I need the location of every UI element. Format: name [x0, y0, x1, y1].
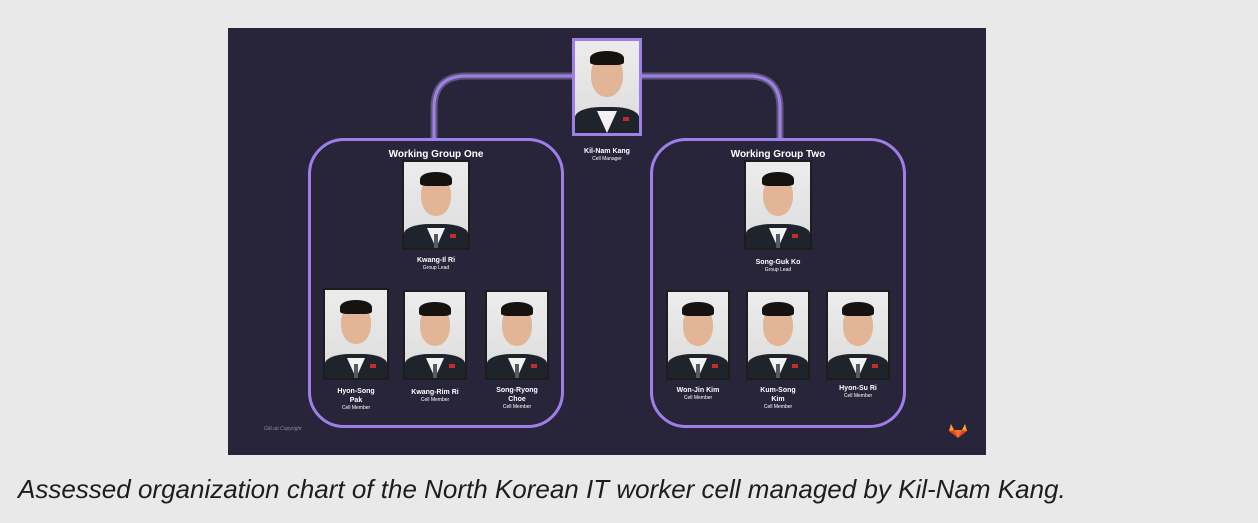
group-one-member-card: Hyon-Song Pak Cell Member — [321, 288, 391, 412]
member-name: Hyon-Song Pak — [337, 388, 375, 404]
org-chart-slide: Working Group One Working Group Two Kil-… — [228, 28, 986, 455]
member-name: Kwang-Rim Ri — [411, 389, 459, 396]
manager-role: Cell Manager — [592, 156, 622, 162]
member-photo — [323, 288, 389, 380]
copyright-text: GitLab Copyright — [264, 426, 302, 432]
group-one-lead-photo — [402, 160, 470, 250]
figure-caption: Assessed organization chart of the North… — [18, 474, 1066, 504]
group-title: Working Group One — [388, 149, 484, 160]
group-two-member-card: Kum-Song Kim Cell Member — [743, 290, 813, 411]
member-photo — [746, 290, 810, 380]
member-role: Cell Member — [763, 404, 793, 410]
group-one-member-card: Kwang-Rim Ri Cell Member — [398, 290, 472, 404]
group-title: Working Group Two — [730, 149, 826, 160]
group-two-lead-role: Group Lead — [764, 267, 792, 273]
working-group-two-box: Working Group Two — [650, 138, 906, 428]
manager-card: Kil-Nam Kang Cell Manager — [553, 38, 661, 163]
member-photo — [485, 290, 549, 380]
member-role: Cell Member — [843, 393, 873, 399]
group-two-lead-photo — [744, 160, 812, 250]
member-photo — [403, 290, 467, 380]
member-name: Song-Ryong Choe — [496, 387, 538, 403]
manager-photo — [572, 38, 642, 136]
member-name: Hyon-Su Ri — [839, 385, 877, 392]
member-role: Cell Member — [683, 395, 713, 401]
group-one-lead-name: Kwang-Il Ri — [416, 257, 456, 264]
gitlab-tanuki-icon — [949, 424, 967, 438]
group-two-member-card: Hyon-Su Ri Cell Member — [823, 290, 893, 400]
member-photo — [666, 290, 730, 380]
group-one-member-card: Song-Ryong Choe Cell Member — [478, 290, 556, 411]
member-role: Cell Member — [502, 404, 532, 410]
group-two-member-card: Won-Jin Kim Cell Member — [664, 290, 732, 402]
group-two-lead-name: Song-Guk Ko — [755, 259, 801, 266]
connector-lines — [430, 72, 784, 140]
group-one-lead-role: Group Lead — [422, 265, 450, 271]
group-one-lead-card: Kwang-Il Ri Group Lead — [386, 160, 486, 272]
manager-name: Kil-Nam Kang — [584, 148, 630, 155]
group-two-lead-card: Song-Guk Ko Group Lead — [728, 160, 828, 274]
member-role: Cell Member — [420, 397, 450, 403]
member-name: Kum-Song Kim — [760, 387, 796, 403]
member-role: Cell Member — [341, 405, 371, 411]
working-group-one-box: Working Group One — [308, 138, 564, 428]
member-name: Won-Jin Kim — [676, 387, 720, 394]
member-photo — [826, 290, 890, 380]
